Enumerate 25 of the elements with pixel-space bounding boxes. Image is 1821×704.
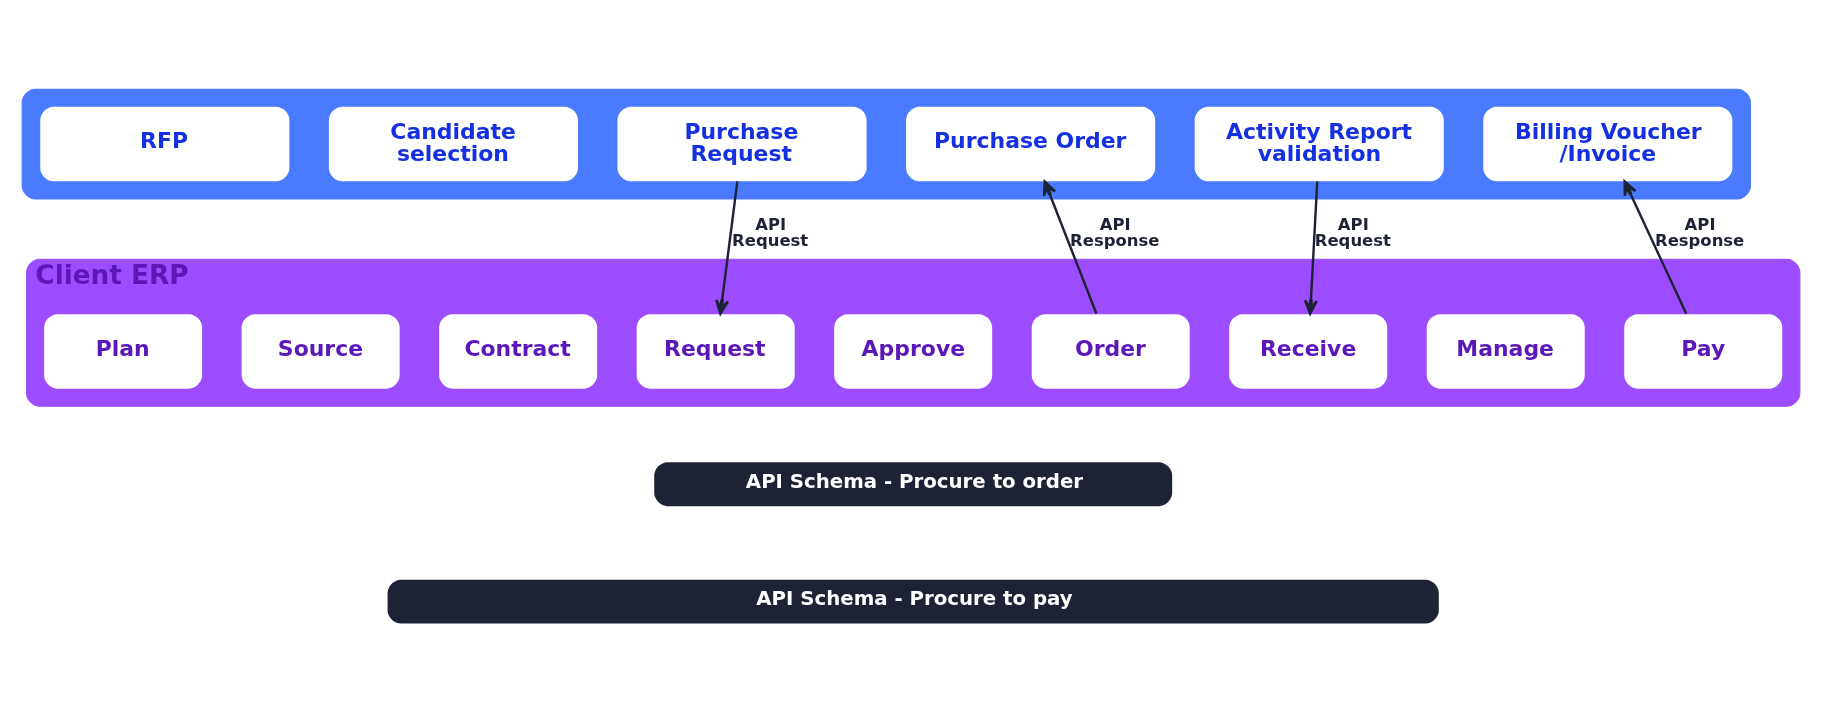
edge-label: API Request xyxy=(1314,214,1391,251)
node-box: Plan xyxy=(43,314,202,389)
edge-label: API Request xyxy=(731,214,808,251)
node-box: Purchase Order xyxy=(905,106,1155,182)
edge-label: API Response xyxy=(1069,214,1159,251)
arrow xyxy=(1042,180,1098,315)
node-box: Manage xyxy=(1426,314,1585,389)
node-box: Receive xyxy=(1228,314,1387,389)
node-box: Request xyxy=(636,314,795,389)
node-box: Candidate selection xyxy=(328,106,578,182)
node-box: Purchase Request xyxy=(616,106,867,182)
node-box: Billing Voucher /Invoice xyxy=(1482,106,1732,182)
arrow xyxy=(1622,180,1687,315)
node-box: Activity Report validation xyxy=(1194,106,1444,182)
edge-label: API Response xyxy=(1654,214,1744,251)
node-box: Source xyxy=(241,314,400,389)
node-box: API Schema - Procure to pay xyxy=(387,579,1439,624)
node-box: Pay xyxy=(1623,314,1782,389)
arrow xyxy=(1303,181,1318,315)
node-box: RFP xyxy=(39,106,289,182)
arrow xyxy=(714,181,739,315)
node-box: Approve xyxy=(833,314,992,389)
node-box: API Schema - Procure to order xyxy=(653,462,1172,507)
node-box: Contract xyxy=(438,314,597,389)
node-box: Order xyxy=(1031,314,1190,389)
